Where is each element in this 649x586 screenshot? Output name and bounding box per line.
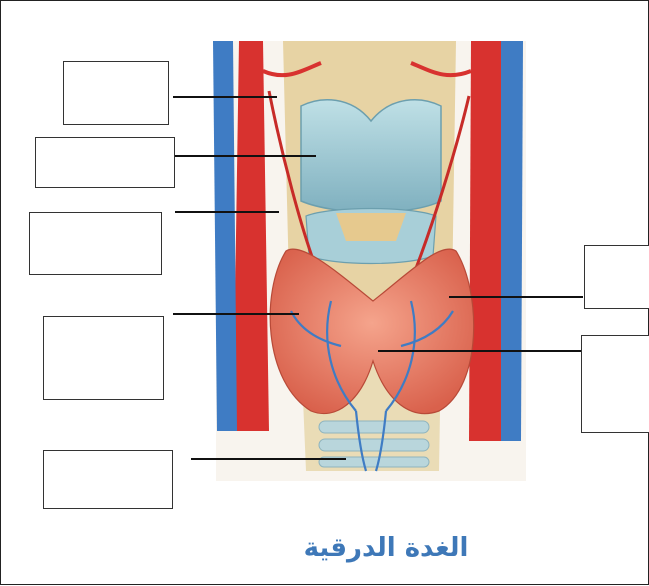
label-box-3[interactable]: [29, 212, 162, 275]
cricothyroid-ligament: [336, 213, 406, 241]
trachea-rings: [319, 421, 429, 467]
left-internal-jugular-vein: [213, 41, 237, 431]
left-common-carotid-artery: [233, 41, 269, 431]
label-box-6[interactable]: [584, 245, 649, 309]
label-box-4[interactable]: [43, 316, 164, 400]
right-internal-jugular-vein: [501, 41, 523, 441]
diagram-title: الغدة الدرقية: [291, 533, 481, 563]
label-box-2[interactable]: [35, 137, 175, 188]
label-box-5[interactable]: [43, 450, 173, 509]
right-common-carotid-artery: [469, 41, 501, 441]
label-box-1[interactable]: [63, 61, 169, 125]
label-box-7[interactable]: [581, 335, 649, 433]
